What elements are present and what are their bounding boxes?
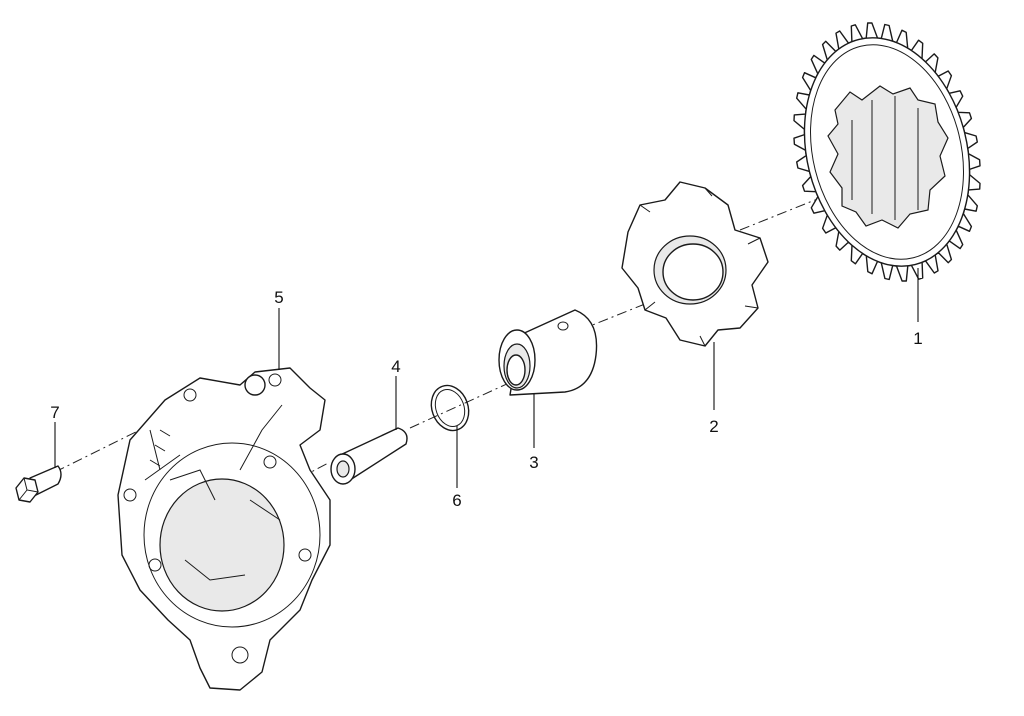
callout-7: 7 xyxy=(50,403,59,422)
assembly-axis xyxy=(54,147,936,479)
callout-6: 6 xyxy=(452,491,461,510)
sleeve-part-3 xyxy=(498,309,598,396)
o-ring-part-6 xyxy=(430,384,470,432)
bolt-part-7 xyxy=(15,465,62,503)
pin-part-4 xyxy=(330,427,408,485)
callout-1: 1 xyxy=(913,329,922,348)
gear-part-1 xyxy=(793,22,981,282)
callout-4: 4 xyxy=(391,357,400,376)
housing-part-5 xyxy=(117,367,331,691)
callout-2: 2 xyxy=(709,417,718,436)
callout-3: 3 xyxy=(529,453,538,472)
callout-5: 5 xyxy=(274,288,283,307)
rotor-part-2 xyxy=(621,181,769,347)
